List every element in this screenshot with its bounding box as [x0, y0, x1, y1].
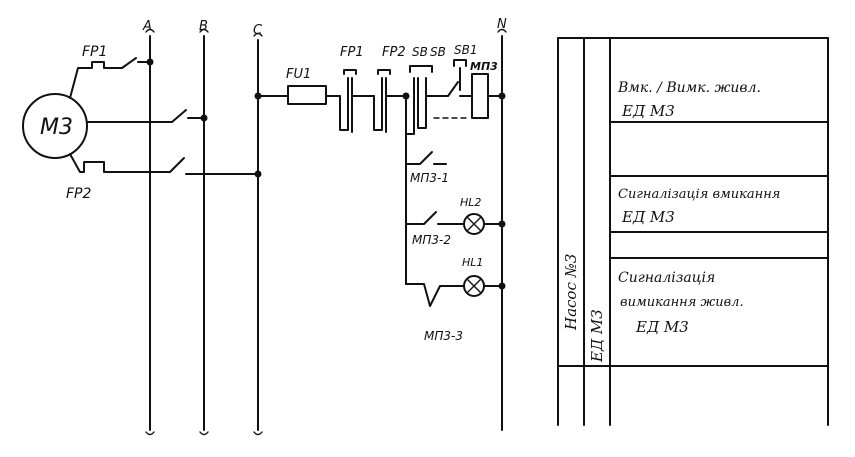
fp1-top-label: FP1 [340, 45, 364, 60]
node-n-2 [498, 220, 506, 228]
contact3-label: МП3-3 [424, 329, 463, 343]
phase-c-wiring [69, 153, 262, 178]
node-b [200, 114, 208, 122]
bus-a-end [145, 431, 155, 436]
motor-label: M3 [40, 115, 73, 140]
phase-a-wiring [69, 57, 154, 99]
table-vertical-main: Насос №3 [562, 254, 580, 331]
lamp-hl2-cross [466, 216, 482, 232]
node-n-3 [498, 282, 506, 290]
bus-n-label: N [497, 17, 507, 32]
row2-line2: ЕД М3 [621, 208, 675, 226]
bus-a-cap [145, 28, 155, 33]
node-a [146, 58, 154, 66]
fp1-thermal-relay [69, 61, 123, 99]
coil-symbol [471, 73, 489, 119]
sb1-label: SB1 [454, 43, 477, 57]
bus-c-cap [253, 32, 263, 37]
sb-b-label: SB [430, 45, 446, 59]
bus-c-end [253, 431, 263, 436]
bus-b-end [199, 431, 209, 436]
contact-b-switch [171, 109, 187, 123]
sb-buttons [405, 65, 433, 135]
contact-mp3-2 [405, 211, 437, 225]
contact-mp3-3 [405, 283, 465, 307]
contact-mp3-1 [405, 151, 433, 165]
bus-c-label: C [253, 23, 263, 38]
bus-b-label: B [199, 19, 208, 34]
row2-line1: Сигналізація вмикання [618, 187, 780, 202]
contact1-label: МП3-1 [410, 171, 449, 185]
row3-line3: ЕД М3 [635, 318, 689, 336]
phase-b-wiring [86, 109, 208, 123]
sb1-button [447, 59, 467, 97]
fp1-contact [339, 69, 357, 133]
bus-b-cap [199, 28, 209, 33]
fuse-label: FU1 [286, 67, 311, 82]
row3-line2: вимикання живл. [620, 295, 744, 310]
node-n [498, 92, 506, 100]
fp2-contact [373, 69, 391, 133]
bus-n-cap [497, 28, 507, 33]
sb-a-label: SB [412, 45, 428, 59]
lamp2-label: HL1 [462, 256, 483, 269]
contact-c-switch [169, 157, 185, 173]
coil-label: МП3 [470, 60, 498, 73]
contact-a-switch [121, 57, 137, 69]
fp1-left-label: FP1 [82, 44, 107, 60]
control-circuit [254, 59, 506, 307]
lamp1-label: HL2 [460, 196, 481, 209]
bus-bars [145, 28, 507, 436]
contact2-label: МП3-2 [412, 233, 451, 247]
row1-line2: ЕД М3 [621, 102, 675, 120]
fp2-thermal-relay [69, 153, 171, 173]
row3-line1: Сигналізація [618, 270, 715, 286]
row1-line1: Вмк. / Вимк. живл. [617, 80, 761, 96]
fp2-top-label: FP2 [382, 45, 406, 60]
motor-symbol [22, 93, 88, 159]
table-vertical-sub: ЕД М3 [588, 309, 606, 363]
legend-table [557, 37, 829, 426]
bus-a-label: A [142, 19, 152, 34]
lamp-hl1-cross [466, 278, 482, 294]
fp2-left-label: FP2 [66, 186, 91, 202]
node-c [254, 170, 262, 178]
fuse-symbol [287, 85, 327, 105]
